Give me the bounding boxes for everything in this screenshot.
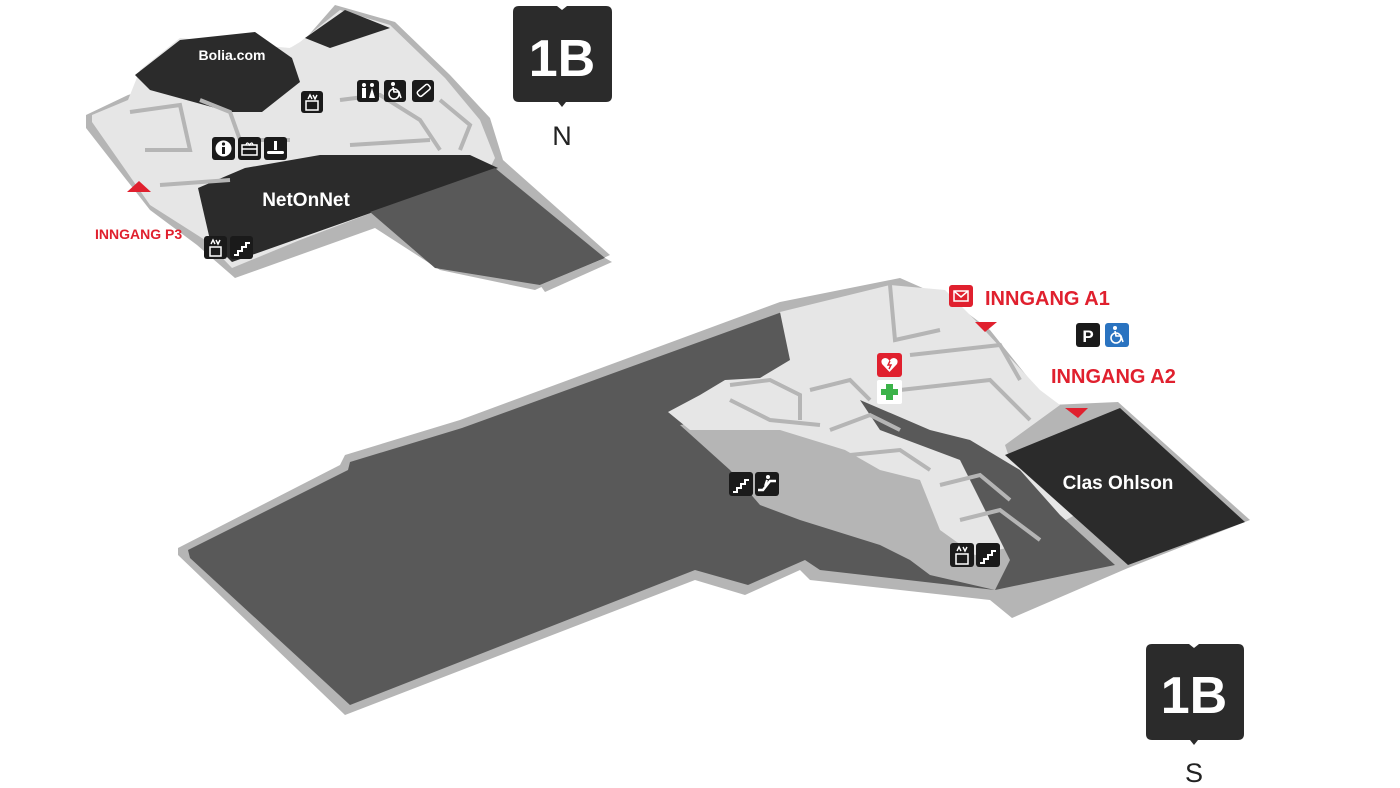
escalator-icon[interactable] xyxy=(755,472,779,496)
entrance-a1-marker xyxy=(975,322,997,332)
baby-bottle-icon xyxy=(412,80,434,102)
gift-card-icon xyxy=(238,137,261,160)
wheelchair-icon xyxy=(384,80,406,102)
toilets-icon xyxy=(357,80,379,102)
netonnet-store xyxy=(198,155,498,262)
bolia-store xyxy=(135,32,300,112)
cloakroom-icon xyxy=(264,137,287,160)
north-extension xyxy=(370,168,605,285)
bolia-label: Bolia.com xyxy=(199,47,266,63)
south-main-floor xyxy=(188,312,995,705)
clas-ohlson-label: Clas Ohlson xyxy=(1063,473,1174,494)
level-label-south: 1B xyxy=(1161,667,1227,725)
direction-label-north: N xyxy=(552,121,572,151)
entrance-p3-marker xyxy=(127,181,151,192)
stairs-icon[interactable] xyxy=(729,472,753,496)
north-building xyxy=(86,5,612,292)
south-building xyxy=(178,278,1250,715)
clas-ohlson-store xyxy=(1005,408,1245,565)
entrance-a1-label: INNGANG A1 xyxy=(985,288,1110,310)
netonnet-label: NetOnNet xyxy=(262,190,350,211)
south-corridor xyxy=(860,400,1115,590)
top-dark-block xyxy=(305,10,390,48)
level-label-north: 1B xyxy=(529,30,595,88)
level-badge-south: 1B S xyxy=(1146,644,1244,788)
accessible-parking-icon xyxy=(1105,323,1129,347)
information-icon[interactable] xyxy=(212,137,235,160)
elevator-icon[interactable] xyxy=(950,543,974,567)
stairs-icon[interactable] xyxy=(976,543,1000,567)
defibrillator-icon xyxy=(877,353,902,377)
entrance-a2-marker xyxy=(1065,408,1088,418)
elevator-icon[interactable] xyxy=(204,236,227,259)
north-extension-wall xyxy=(540,258,612,292)
entrance-a2-label: INNGANG A2 xyxy=(1051,366,1176,388)
elevator-icon[interactable] xyxy=(301,91,323,113)
direction-label-south: S xyxy=(1185,758,1203,788)
first-aid-icon xyxy=(877,380,902,404)
south-rooms-light xyxy=(668,285,1075,555)
level-badge-north: 1B N xyxy=(513,6,612,151)
svg-text:P: P xyxy=(1082,327,1093,346)
stairs-icon[interactable] xyxy=(230,236,253,259)
mail-icon[interactable] xyxy=(949,285,973,307)
south-walls xyxy=(729,284,1042,542)
entrance-p3-label: INNGANG P3 xyxy=(95,226,182,242)
parking-icon: P xyxy=(1076,323,1100,347)
